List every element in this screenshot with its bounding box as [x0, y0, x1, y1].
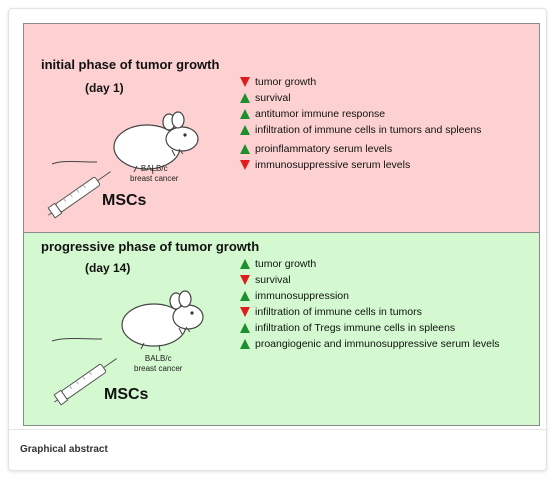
down-arrow-icon [240, 275, 250, 286]
up-arrow-icon [240, 291, 250, 302]
outcome-item: infiltration of Tregs immune cells in sp… [240, 322, 455, 334]
mouse-strain-line1: BALB/c [140, 164, 168, 173]
msc-label: MSCs [104, 386, 149, 403]
up-arrow-icon [240, 144, 250, 155]
outcome-text: immunosuppressive serum levels [255, 159, 411, 171]
outcome-item: proinflammatory serum levels [240, 143, 392, 155]
outcome-text: survival [255, 92, 291, 104]
up-arrow-icon [240, 125, 250, 136]
outcome-text: antitumor immune response [255, 108, 386, 120]
mouse-strain-line2: breast cancer [134, 364, 183, 373]
graphical-abstract-figure: initial phase of tumor growth (day 1) [23, 23, 540, 426]
outcome-item: tumor growth [240, 76, 316, 88]
outcome-item: proangiogenic and immunosuppressive seru… [240, 338, 500, 350]
outcome-item: survival [240, 274, 291, 286]
outcome-text: proangiogenic and immunosuppressive seru… [255, 338, 500, 350]
phase-title: initial phase of tumor growth [41, 57, 220, 72]
day-label: (day 14) [85, 261, 131, 275]
outcome-item: infiltration of immune cells in tumors [240, 306, 422, 318]
outcome-text: tumor growth [255, 76, 317, 88]
outcome-item: survival [240, 92, 291, 104]
initial-phase-panel: initial phase of tumor growth (day 1) [24, 24, 539, 233]
day-label: (day 1) [85, 81, 124, 95]
outcome-item: immunosuppression [240, 290, 349, 302]
mouse-injection-illustration [47, 111, 199, 219]
mouse-strain-line1: BALB/c [144, 354, 172, 363]
progressive-phase-panel: progressive phase of tumor growth (day 1… [24, 233, 539, 425]
outcome-text: proinflammatory serum levels [255, 143, 393, 155]
msc-label: MSCs [102, 192, 147, 209]
phase-title: progressive phase of tumor growth [41, 239, 260, 254]
syringe-icon [53, 358, 117, 406]
up-arrow-icon [240, 109, 250, 120]
outcome-item: tumor growth [240, 258, 316, 270]
figure-caption: Graphical abstract [20, 444, 108, 455]
down-arrow-icon [240, 160, 250, 171]
up-arrow-icon [240, 339, 250, 350]
outcome-item: antitumor immune response [240, 108, 385, 120]
outcome-text: infiltration of Tregs immune cells in sp… [255, 322, 456, 334]
outcome-text: immunosuppression [255, 290, 349, 302]
outcome-item: infiltration of immune cells in tumors a… [240, 124, 481, 136]
down-arrow-icon [240, 307, 250, 318]
mouse-injection-illustration [51, 290, 204, 406]
caption-divider [9, 429, 546, 430]
up-arrow-icon [240, 323, 250, 334]
outcome-text: infiltration of immune cells in tumors a… [255, 124, 482, 136]
figure-card: initial phase of tumor growth (day 1) [8, 8, 547, 471]
outcome-text: survival [255, 274, 291, 286]
up-arrow-icon [240, 259, 250, 270]
mouse-icon [51, 111, 199, 175]
outcome-item: immunosuppressive serum levels [240, 159, 410, 171]
outcome-text: tumor growth [255, 258, 317, 270]
mouse-strain-label: BALB/c breast cancer [134, 354, 182, 374]
up-arrow-icon [240, 93, 250, 104]
down-arrow-icon [240, 77, 250, 88]
syringe-icon [47, 171, 111, 219]
mouse-icon [51, 290, 204, 352]
outcome-text: infiltration of immune cells in tumors [255, 306, 422, 318]
mouse-strain-label: BALB/c breast cancer [130, 164, 178, 184]
mouse-strain-line2: breast cancer [130, 174, 179, 183]
